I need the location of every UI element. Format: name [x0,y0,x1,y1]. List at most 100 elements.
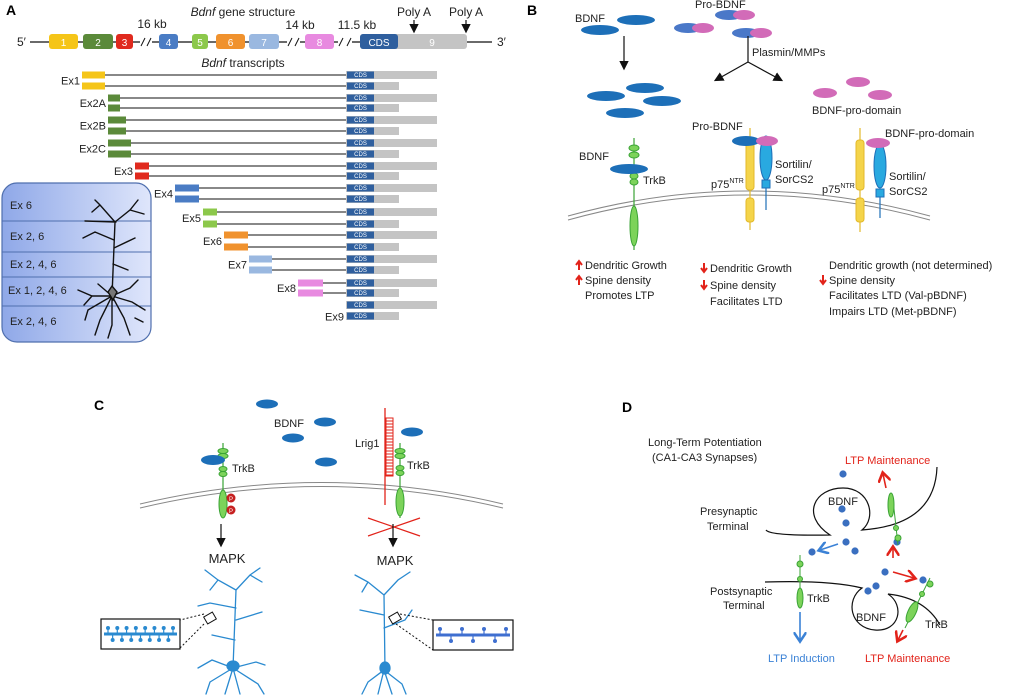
layer-label: Ex 2, 4, 6 [10,259,56,271]
cds-small-label: CDS [354,106,367,112]
layer-label: Ex 1, 2, 4, 6 [8,285,67,297]
presynaptic-label-1: Presynaptic [700,506,758,518]
cleavage-arrow-left [713,61,749,82]
cds-block-small [347,162,374,170]
d-title-2: (CA1-CA3 Synapses) [652,452,757,464]
utr-block [346,255,437,263]
effect-text: Facilitates LTD [710,296,783,308]
transcript-label: Ex5 [182,213,201,225]
pro-bdnf-bound [732,136,760,146]
transcript-label: Ex2A [80,98,107,110]
lrig1-label: Lrig1 [355,438,379,450]
transcripts-title: Bdnf transcripts [201,56,284,70]
bdnf-dots [808,470,927,595]
cds-block-small [347,184,374,192]
ltp-maintenance-bottom: LTP Maintenance [865,653,950,665]
transcript-exon [175,195,199,203]
free-bdnf-group [256,399,423,467]
cds-block [360,34,398,49]
gap-11-5kb: 11.5 kb [338,18,377,32]
bdnf-label-c: BDNF [274,418,304,430]
cds-block-small [347,208,374,216]
transcript-exon [108,139,131,147]
exon-5 [192,34,208,49]
exon-number: 3 [122,38,128,49]
cds-small-label: CDS [354,186,367,192]
transcript-exon [135,172,149,180]
gene-structure-title: Bdnf gene structure [191,5,296,19]
sortilin-label-2: Sortilin/ [889,171,927,183]
pro-domain-bound [866,138,890,148]
phosphate-group: P P [226,493,236,515]
cds-block-small [347,195,374,203]
cell-membrane [567,194,931,221]
cds-small-label: CDS [354,96,367,102]
trkb-receptor [628,138,640,250]
cds-small-label: CDS [354,268,367,274]
sparse-spines [436,627,510,643]
effect-text: Spine density [829,275,896,287]
transcript-list: CDSCDSEx1CDSCDSEx2ACDSCDSEx2BCDSCDSEx2CC… [61,71,437,324]
p75ntr-receptor [855,128,865,232]
bdnf-pro-domain-label: BDNF-pro-domain [812,105,901,117]
utr-block [346,116,437,124]
cds-block-small [347,231,374,239]
bdnf-pro-domain-label-2: BDNF-pro-domain [885,128,974,140]
cds-small-label: CDS [354,245,367,251]
transcript-label: Ex3 [114,166,133,178]
cds-small-label: CDS [354,152,367,158]
utr-block [346,231,437,239]
down-arrow-icon [700,280,708,291]
effect-text: Impairs LTD (Met-pBDNF) [829,306,957,318]
cds-block-small [347,116,374,124]
p75ntr-label-2: p75NTR [822,183,855,196]
panel-b: B BDNF Pro-BDNF Plasmin/MMPs BDNF-pro-do… [527,0,992,318]
transcript-exon [175,184,199,192]
transcript-exon [249,255,272,263]
transcript-exon [108,150,131,158]
transcript-exon [82,71,105,79]
lrig1-protein [384,408,394,505]
cds-small-label: CDS [354,257,367,263]
transcript-exon [224,231,248,239]
trkb-label-right: TrkB [407,460,430,472]
exon-8 [305,34,334,49]
cds-small-label: CDS [354,129,367,135]
cds-block-small [347,127,374,135]
transcript-exon [135,162,149,170]
utr-block [346,184,437,192]
up-arrow-icon [575,259,583,270]
p75ntr-label-1: p75NTR [711,178,744,191]
transcript-exon [249,266,272,274]
bdnf-pre-label: BDNF [828,496,858,508]
transcript-exon [298,289,323,297]
bdnf-molecule [617,15,655,25]
trkb-receptor-left [217,443,229,519]
effect-text: Dendritic growth (not determined) [829,260,992,272]
transcript-label: Ex6 [203,236,222,248]
bound-bdnf-c [201,455,225,465]
postsynaptic-terminal [764,581,941,631]
transcript-exon [108,94,120,102]
cds-block-small [347,172,374,180]
postsynaptic-label-2: Terminal [723,600,765,612]
down-arrow-icon [700,263,708,274]
trkb-receptors-d [796,492,934,629]
panel-label-b: B [527,2,537,18]
effect-text: Spine density [710,280,777,292]
panel-label-c: C [94,397,104,413]
exon-number: 4 [166,38,172,49]
effect-text: Facilitates LTD (Val-pBDNF) [829,290,967,302]
transcript-label: Ex8 [277,283,296,295]
gap-14kb: 14 kb [285,18,315,32]
arrow-blue [820,544,839,550]
cds-small-label: CDS [354,118,367,124]
cds-small-label: CDS [354,222,367,228]
trkb-receptor-right [394,443,406,518]
presynaptic-label-2: Terminal [707,521,749,533]
up-arrow-icon [575,274,583,285]
bdnf-molecule [581,25,619,35]
transcript-exon [82,82,105,90]
